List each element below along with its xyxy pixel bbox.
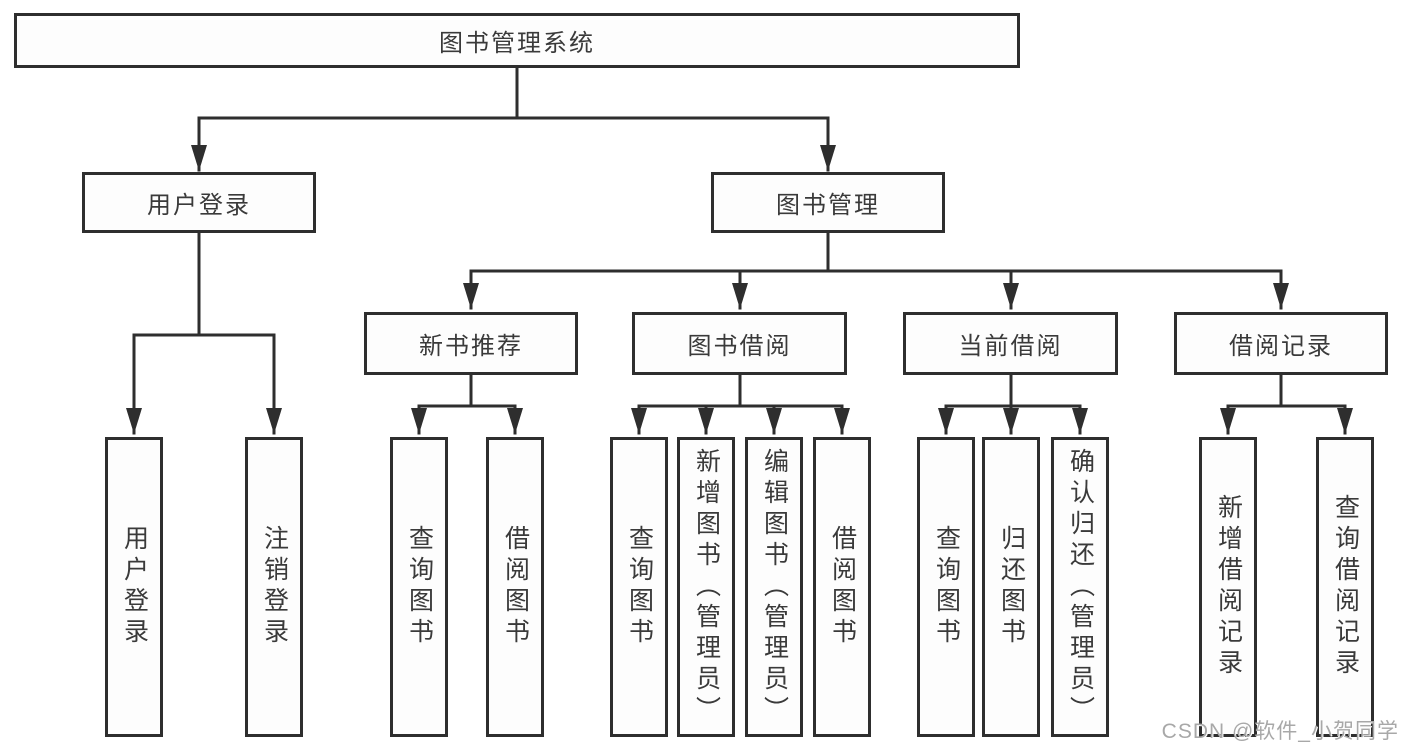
leaf-query-books-recommend: 查询图书 [390, 437, 448, 737]
node-user-login: 用户登录 [82, 172, 316, 233]
leaf-edit-book-admin: 编辑图书（管理员） [745, 437, 803, 737]
leaf-add-book-admin-label: 新增图书（管理员） [692, 447, 721, 727]
leaf-user-login: 用户登录 [105, 437, 163, 737]
node-current-borrow-label: 当前借阅 [958, 333, 1063, 360]
leaf-query-borrow-record: 查询借阅记录 [1316, 437, 1374, 737]
node-current-borrow: 当前借阅 [903, 312, 1118, 375]
leaf-confirm-return-admin-label: 确认归还（管理员） [1066, 447, 1095, 727]
leaf-add-borrow-record: 新增借阅记录 [1199, 437, 1257, 737]
leaf-query-borrow-record-label: 查询借阅记录 [1331, 494, 1360, 680]
leaf-query-books-recommend-label: 查询图书 [405, 525, 434, 649]
node-borrow-records-label: 借阅记录 [1229, 333, 1333, 360]
csdn-watermark: CSDN @软件_小贺同学 [1161, 720, 1399, 743]
leaf-query-books-borrow: 查询图书 [610, 437, 668, 737]
node-new-book-recommend: 新书推荐 [364, 312, 578, 375]
leaf-confirm-return-admin: 确认归还（管理员） [1051, 437, 1109, 737]
leaf-borrow-books-recommend-label: 借阅图书 [501, 525, 530, 649]
leaf-edit-book-admin-label: 编辑图书（管理员） [760, 447, 789, 727]
leaf-return-book-label: 归还图书 [997, 525, 1026, 649]
node-user-login-label: 用户登录 [147, 192, 251, 219]
node-book-management-label: 图书管理 [776, 192, 880, 219]
node-library-system: 图书管理系统 [14, 13, 1020, 68]
leaf-borrow-books: 借阅图书 [813, 437, 871, 737]
node-borrow-records: 借阅记录 [1174, 312, 1388, 375]
leaf-query-books-current: 查询图书 [917, 437, 975, 737]
leaf-add-book-admin: 新增图书（管理员） [677, 437, 735, 737]
connector-trunks [132, 66, 1347, 408]
node-new-book-recommend-label: 新书推荐 [419, 333, 523, 360]
leaf-logout-label: 注销登录 [260, 525, 289, 649]
leaf-return-book: 归还图书 [982, 437, 1040, 737]
leaf-borrow-books-recommend: 借阅图书 [486, 437, 544, 737]
leaf-user-login-label: 用户登录 [120, 525, 149, 649]
leaf-add-borrow-record-label: 新增借阅记录 [1214, 494, 1243, 680]
node-library-system-label: 图书管理系统 [439, 30, 595, 57]
leaf-logout: 注销登录 [245, 437, 303, 737]
leaf-query-books-current-label: 查询图书 [932, 525, 961, 649]
leaf-borrow-books-label: 借阅图书 [828, 525, 857, 649]
leaf-query-books-borrow-label: 查询图书 [625, 525, 654, 649]
node-book-borrow: 图书借阅 [632, 312, 847, 375]
node-book-management: 图书管理 [711, 172, 945, 233]
node-book-borrow-label: 图书借阅 [687, 333, 792, 360]
